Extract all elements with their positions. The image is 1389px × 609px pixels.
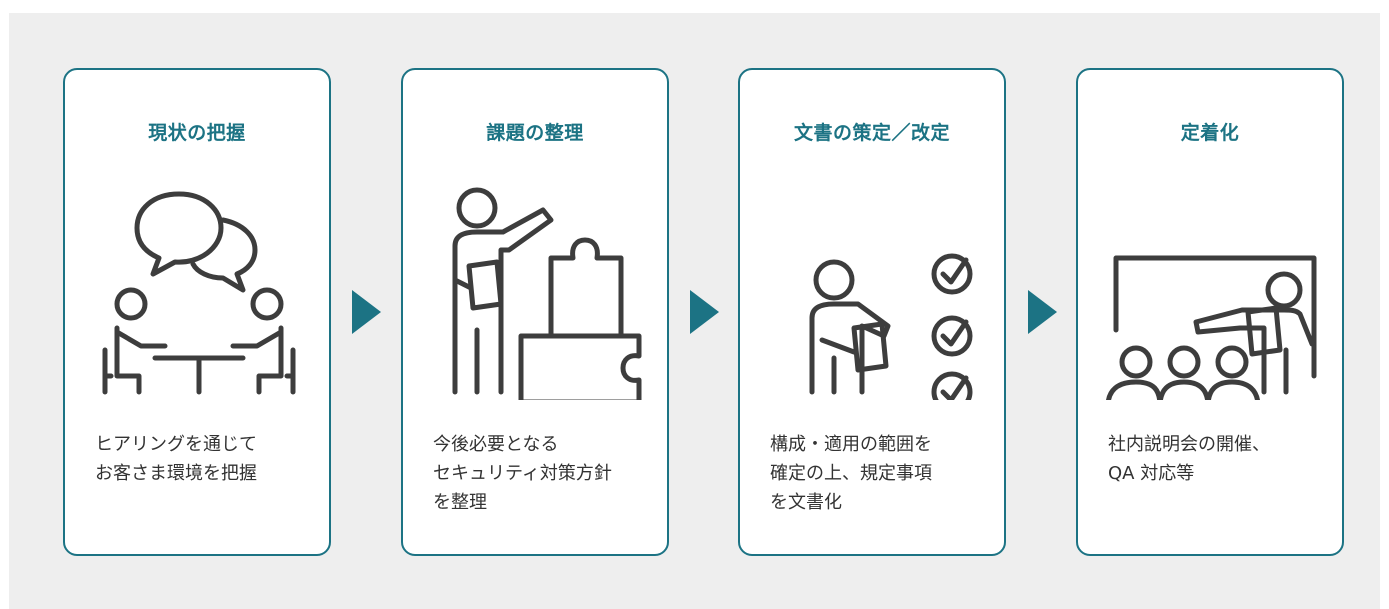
seminar-icon [1106,255,1317,400]
step-description: ヒアリングを通じて お客さま環境を把握 [95,434,257,484]
checklist-icon [809,253,973,400]
puzzle-presenter-icon [452,187,642,400]
next-arrow-icon [690,290,719,334]
step-description: 社内説明会の開催、 QA 対応等 [1108,434,1270,484]
step-title: 文書の策定／改定 [793,122,950,144]
step-title: 現状の把握 [148,122,246,144]
next-arrow-icon [1028,290,1057,334]
step-card-1: 現状の把握 ヒアリングを通じて お客さま環境を把握 [63,68,331,556]
next-arrow-icon [352,290,381,334]
step-card-2: 課題の整理 今後必要となる セキュリティ対策方針 を整理 [401,68,669,556]
step-title: 課題の整理 [486,122,584,144]
step-description: 今後必要となる セキュリティ対策方針 を整理 [433,434,612,513]
step-title: 定着化 [1180,122,1240,144]
meeting-icon [102,191,296,395]
step-description: 構成・適用の範囲を 確定の上、規定事項 を文書化 [770,434,932,513]
step-card-3: 文書の策定／改定 構成・適用の範囲を 確定の上、規定事項 を文書化 [738,68,1006,556]
step-card-4: 定着化 社内説明会の開催、 QA 対応等 [1076,68,1344,556]
